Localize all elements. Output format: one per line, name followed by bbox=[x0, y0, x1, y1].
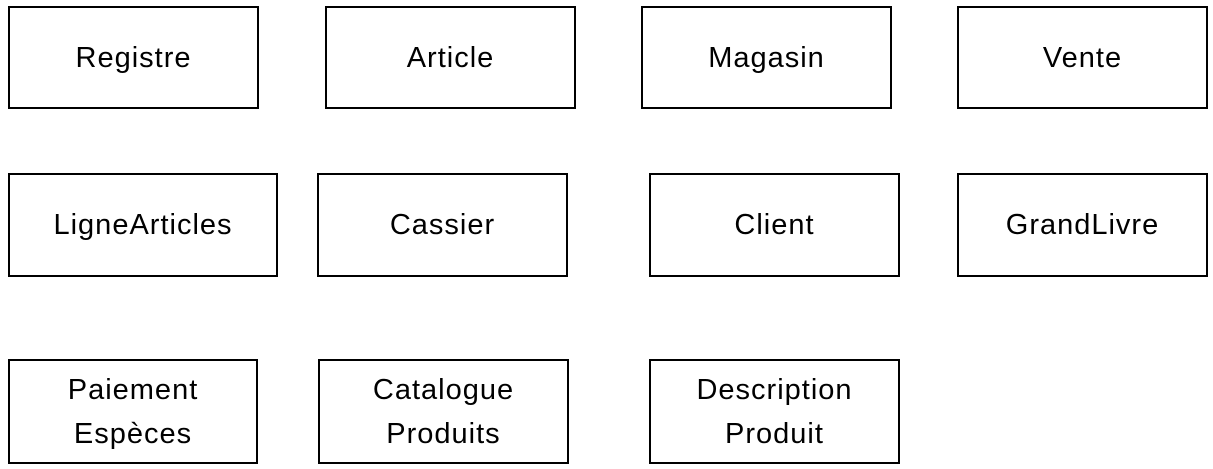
box-label-line-1: Catalogue bbox=[372, 373, 515, 406]
box-label: Client bbox=[734, 209, 815, 241]
box-cassier: Cassier bbox=[317, 173, 568, 277]
box-paiement-especes: Paiement Espèces bbox=[8, 359, 258, 464]
box-label-line-2: Produit bbox=[725, 417, 824, 450]
box-article: Article bbox=[325, 6, 576, 109]
box-label: LigneArticles bbox=[53, 209, 233, 241]
box-grand-livre: GrandLivre bbox=[957, 173, 1208, 277]
box-magasin: Magasin bbox=[641, 6, 892, 109]
box-label-line-2: Produits bbox=[386, 417, 501, 450]
box-label-line-1: Paiement bbox=[67, 373, 199, 406]
box-label: Registre bbox=[75, 41, 192, 74]
box-registre: Registre bbox=[8, 6, 259, 109]
box-ligne-articles: LigneArticles bbox=[8, 173, 278, 277]
box-label-line-2: Espèces bbox=[73, 417, 193, 450]
box-description-produit: Description Produit bbox=[649, 359, 900, 464]
box-label: Magasin bbox=[708, 41, 825, 74]
box-client: Client bbox=[649, 173, 900, 277]
box-catalogue-produits: Catalogue Produits bbox=[318, 359, 569, 464]
box-label: Article bbox=[406, 41, 495, 74]
box-label: GrandLivre bbox=[1005, 209, 1160, 241]
box-vente: Vente bbox=[957, 6, 1208, 109]
box-label: Cassier bbox=[389, 209, 496, 241]
box-label: Vente bbox=[1042, 41, 1123, 74]
box-label-line-1: Description bbox=[696, 373, 853, 406]
